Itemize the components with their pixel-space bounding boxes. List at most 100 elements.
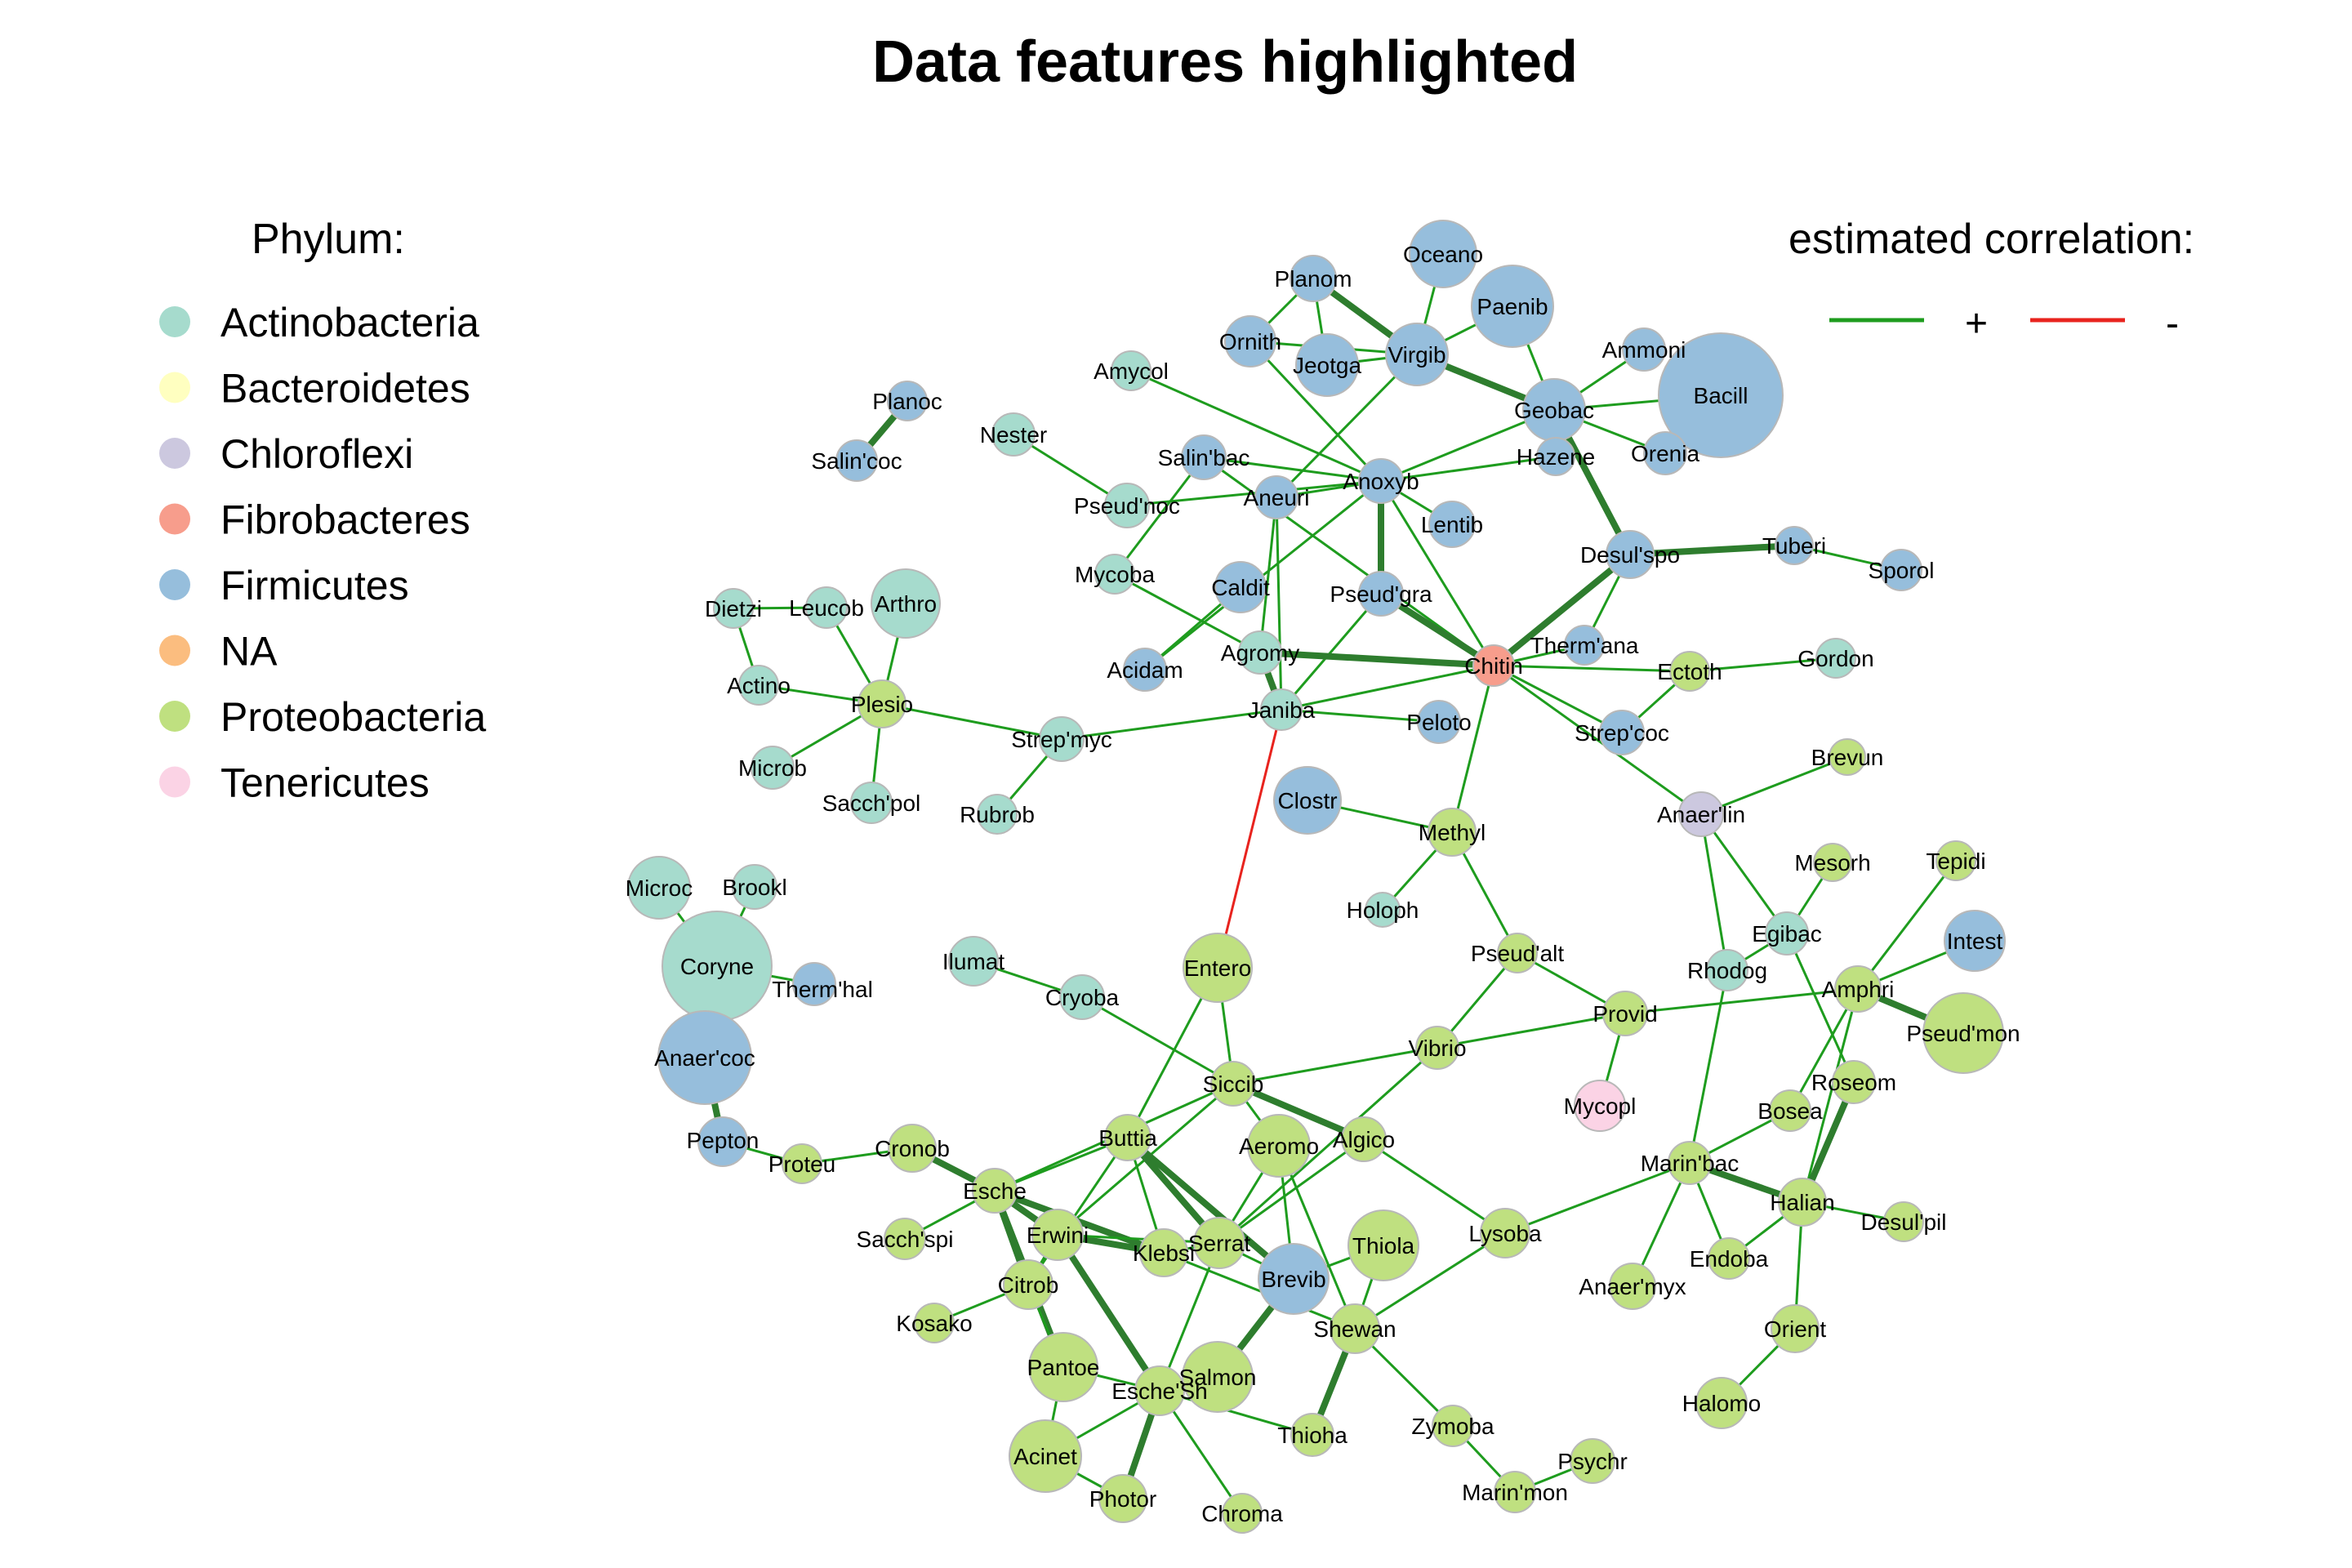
edge-Egibac-Roseom: [1785, 932, 1855, 1084]
node-ilumat: [948, 936, 999, 987]
node-sporol: [1880, 549, 1922, 591]
node-tepidi: [1936, 840, 1976, 881]
node-marinbac: [1668, 1141, 1712, 1185]
node-label-brevib: Brevib: [1261, 1267, 1325, 1292]
node-microc: [627, 856, 691, 920]
node-zymoba: [1432, 1405, 1474, 1447]
node-salinbac: [1181, 434, 1227, 480]
node-rubrob: [977, 794, 1018, 835]
edge-Plesio-Strepmyc: [880, 702, 1063, 741]
node-label-amphri: Amphri: [1822, 977, 1895, 1002]
edge-Aneuri-Janiba: [1275, 496, 1283, 711]
node-brevib: [1258, 1243, 1330, 1315]
edge-Pseudgra-Janiba: [1280, 592, 1383, 711]
edge-Aeromo-Shewan: [1277, 1144, 1356, 1330]
phylum-legend-title: Phylum:: [252, 216, 405, 263]
node-ornith: [1224, 315, 1276, 368]
node-label-endoba: Endoba: [1690, 1246, 1769, 1272]
node-planom: [1290, 255, 1337, 302]
node-actino: [738, 665, 779, 706]
edge-Salinbac-Mycoba: [1113, 456, 1205, 576]
node-label-mycoba: Mycoba: [1075, 562, 1155, 587]
edge-EscheSh-Thioha: [1158, 1389, 1314, 1437]
edge-Virgib-Aneuri: [1275, 353, 1419, 499]
node-brevun: [1829, 738, 1866, 776]
node-tuberi: [1775, 526, 1814, 565]
node-label-planom: Planom: [1275, 266, 1352, 292]
node-label-leucob: Leucob: [789, 595, 864, 621]
node-label-orient: Orient: [1764, 1316, 1826, 1342]
node-photor: [1098, 1474, 1147, 1523]
legend-swatch-proteobacteria: [159, 701, 190, 732]
node-label-ornith: Ornith: [1219, 329, 1281, 354]
edge-Janiba-Entero: [1216, 708, 1283, 969]
node-chitin: [1472, 644, 1515, 687]
node-label-cronob: Cronob: [875, 1136, 950, 1161]
node-pseudmon: [1922, 992, 2004, 1074]
node-label-entero: Entero: [1184, 956, 1252, 981]
node-nester: [991, 412, 1036, 457]
node-thermana: [1564, 625, 1605, 666]
node-shewan: [1330, 1303, 1380, 1354]
node-label-shewan: Shewan: [1313, 1316, 1396, 1342]
node-label-serrat: Serrat: [1188, 1231, 1250, 1256]
node-label-thiola: Thiola: [1352, 1233, 1415, 1258]
nodes-layer: [627, 220, 2006, 1534]
node-rhodog: [1706, 949, 1748, 991]
edge-Desulspo-Chitin: [1490, 551, 1633, 669]
node-label-oceano: Oceano: [1403, 242, 1483, 267]
node-label-pseudalt: Pseud'alt: [1471, 941, 1565, 966]
node-label-aneuri: Aneuri: [1244, 485, 1310, 510]
node-paenib: [1471, 265, 1554, 348]
node-label-bosea: Bosea: [1757, 1098, 1823, 1124]
legend-label-firmicutes: Firmicutes: [220, 563, 409, 608]
legend-swatch-na: [159, 635, 190, 666]
edge-Rhodog-Marinbac: [1688, 969, 1729, 1165]
node-label-egibac: Egibac: [1752, 921, 1822, 947]
node-virgib: [1385, 323, 1449, 386]
node-roseom: [1832, 1060, 1876, 1104]
edge-Tepidi-Amphri: [1856, 859, 1958, 991]
legend-swatch-actinobacteria: [159, 306, 190, 337]
node-label-desulspo: Desul'spo: [1580, 542, 1680, 568]
legend-label-tenericutes: Tenericutes: [220, 760, 430, 806]
edge-Anaerlin-Brevun: [1699, 755, 1849, 816]
node-label-planoc: Planoc: [872, 389, 942, 414]
node-label-nester: Nester: [980, 422, 1047, 448]
edge-Vibrio-Serrat: [1218, 1046, 1439, 1245]
node-dietzi: [713, 588, 754, 629]
node-sacchpol: [850, 782, 893, 824]
edge-Agromy-Chitin: [1257, 649, 1497, 669]
node-label-zymoba: Zymoba: [1411, 1414, 1494, 1439]
node-label-citrob: Citrob: [998, 1272, 1059, 1298]
node-lentib: [1428, 501, 1476, 548]
node-serrat: [1193, 1217, 1245, 1269]
node-pseudalt: [1497, 933, 1538, 973]
node-buttia: [1104, 1114, 1152, 1161]
correlation-legend: estimated correlation: + -: [1788, 216, 2194, 345]
legend-label-na: NA: [220, 629, 278, 675]
edge-Salinbac-Chitin: [1202, 456, 1495, 667]
node-label-agromy: Agromy: [1221, 640, 1299, 666]
node-label-salmon: Salmon: [1179, 1365, 1257, 1390]
edge-Anoxyb-Chitin: [1379, 479, 1495, 667]
edge-Chitin-Methyl: [1450, 664, 1495, 834]
node-algico: [1341, 1116, 1387, 1162]
edge-Anaerlin-Egibac: [1699, 813, 1788, 935]
node-acinet: [1009, 1419, 1082, 1493]
node-label-tuberi: Tuberi: [1762, 533, 1826, 559]
node-caldit: [1214, 561, 1267, 613]
node-label-pseudgra: Pseud'gra: [1330, 581, 1432, 607]
node-anaermyx: [1609, 1263, 1656, 1310]
node-label-roseom: Roseom: [1811, 1070, 1896, 1095]
node-pepton: [697, 1116, 748, 1167]
edge-Mycoba-Agromy: [1113, 572, 1262, 654]
node-agromy: [1238, 630, 1282, 675]
node-mycoba: [1094, 554, 1135, 595]
node-label-sacchpol: Sacch'pol: [822, 791, 921, 816]
node-oceano: [1409, 220, 1477, 288]
node-label-hazene: Hazene: [1517, 444, 1596, 470]
node-label-aeromo: Aeromo: [1239, 1134, 1319, 1159]
